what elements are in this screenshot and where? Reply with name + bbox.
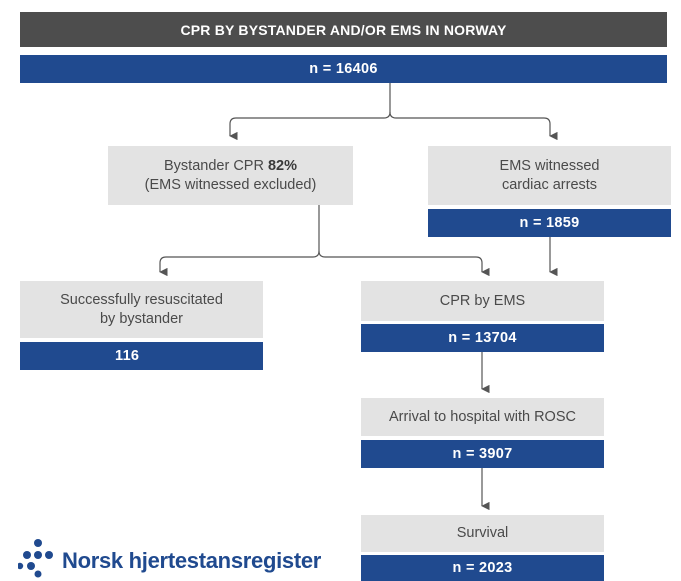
- registry-logo-icon: [18, 539, 53, 578]
- connector-total-ems: [389, 111, 558, 141]
- cpr-ems-count-bar: n = 13704: [361, 324, 604, 352]
- cpr-ems-label: CPR by EMS: [439, 292, 526, 309]
- resuscitated-line1: Successfully resuscitated: [60, 291, 223, 308]
- bystander-cpr-line2: (EMS witnessed excluded): [144, 176, 317, 193]
- chart-title-bar: CPR BY BYSTANDER AND/OR EMS IN NORWAY: [20, 12, 667, 47]
- bystander-cpr-box: Bystander CPR 82% (EMS witnessed exclude…: [108, 146, 353, 205]
- total-count-bar: n = 16406: [20, 55, 667, 83]
- bystander-cpr-line1: Bystander CPR 82%: [164, 157, 297, 174]
- connector-total-split: [229, 82, 391, 141]
- rosc-box: Arrival to hospital with ROSC: [361, 398, 604, 436]
- connector-bystander-cpr: [318, 250, 490, 277]
- rosc-label: Arrival to hospital with ROSC: [389, 408, 576, 425]
- survival-box: Survival: [361, 515, 604, 552]
- resuscitated-count-bar: 116: [20, 342, 263, 370]
- cpr-ems-count: n = 13704: [448, 330, 517, 346]
- total-count: n = 16406: [309, 61, 378, 77]
- ems-witnessed-count-bar: n = 1859: [428, 209, 671, 237]
- survival-count-bar: n = 2023: [361, 555, 604, 581]
- ems-witnessed-line1: EMS witnessed: [499, 157, 600, 174]
- rosc-count-bar: n = 3907: [361, 440, 604, 468]
- ems-witnessed-count: n = 1859: [519, 215, 580, 231]
- bystander-cpr-percent: 82%: [267, 157, 297, 174]
- registry-logo-text: Norsk hjertestansregister: [62, 548, 322, 573]
- survival-count: n = 2023: [452, 560, 513, 576]
- cpr-ems-box: CPR by EMS: [361, 281, 604, 321]
- rosc-count: n = 3907: [452, 446, 513, 462]
- ems-witnessed-line2: cardiac arrests: [501, 176, 598, 193]
- resuscitated-line2: by bystander: [99, 310, 184, 327]
- resuscitated-box: Successfully resuscitated by bystander: [20, 281, 263, 338]
- ems-witnessed-box: EMS witnessed cardiac arrests: [428, 146, 671, 205]
- resuscitated-count: 116: [115, 348, 140, 364]
- chart-title: CPR BY BYSTANDER AND/OR EMS IN NORWAY: [180, 21, 507, 38]
- connector-bystander-split: [159, 205, 320, 277]
- survival-label: Survival: [456, 525, 509, 541]
